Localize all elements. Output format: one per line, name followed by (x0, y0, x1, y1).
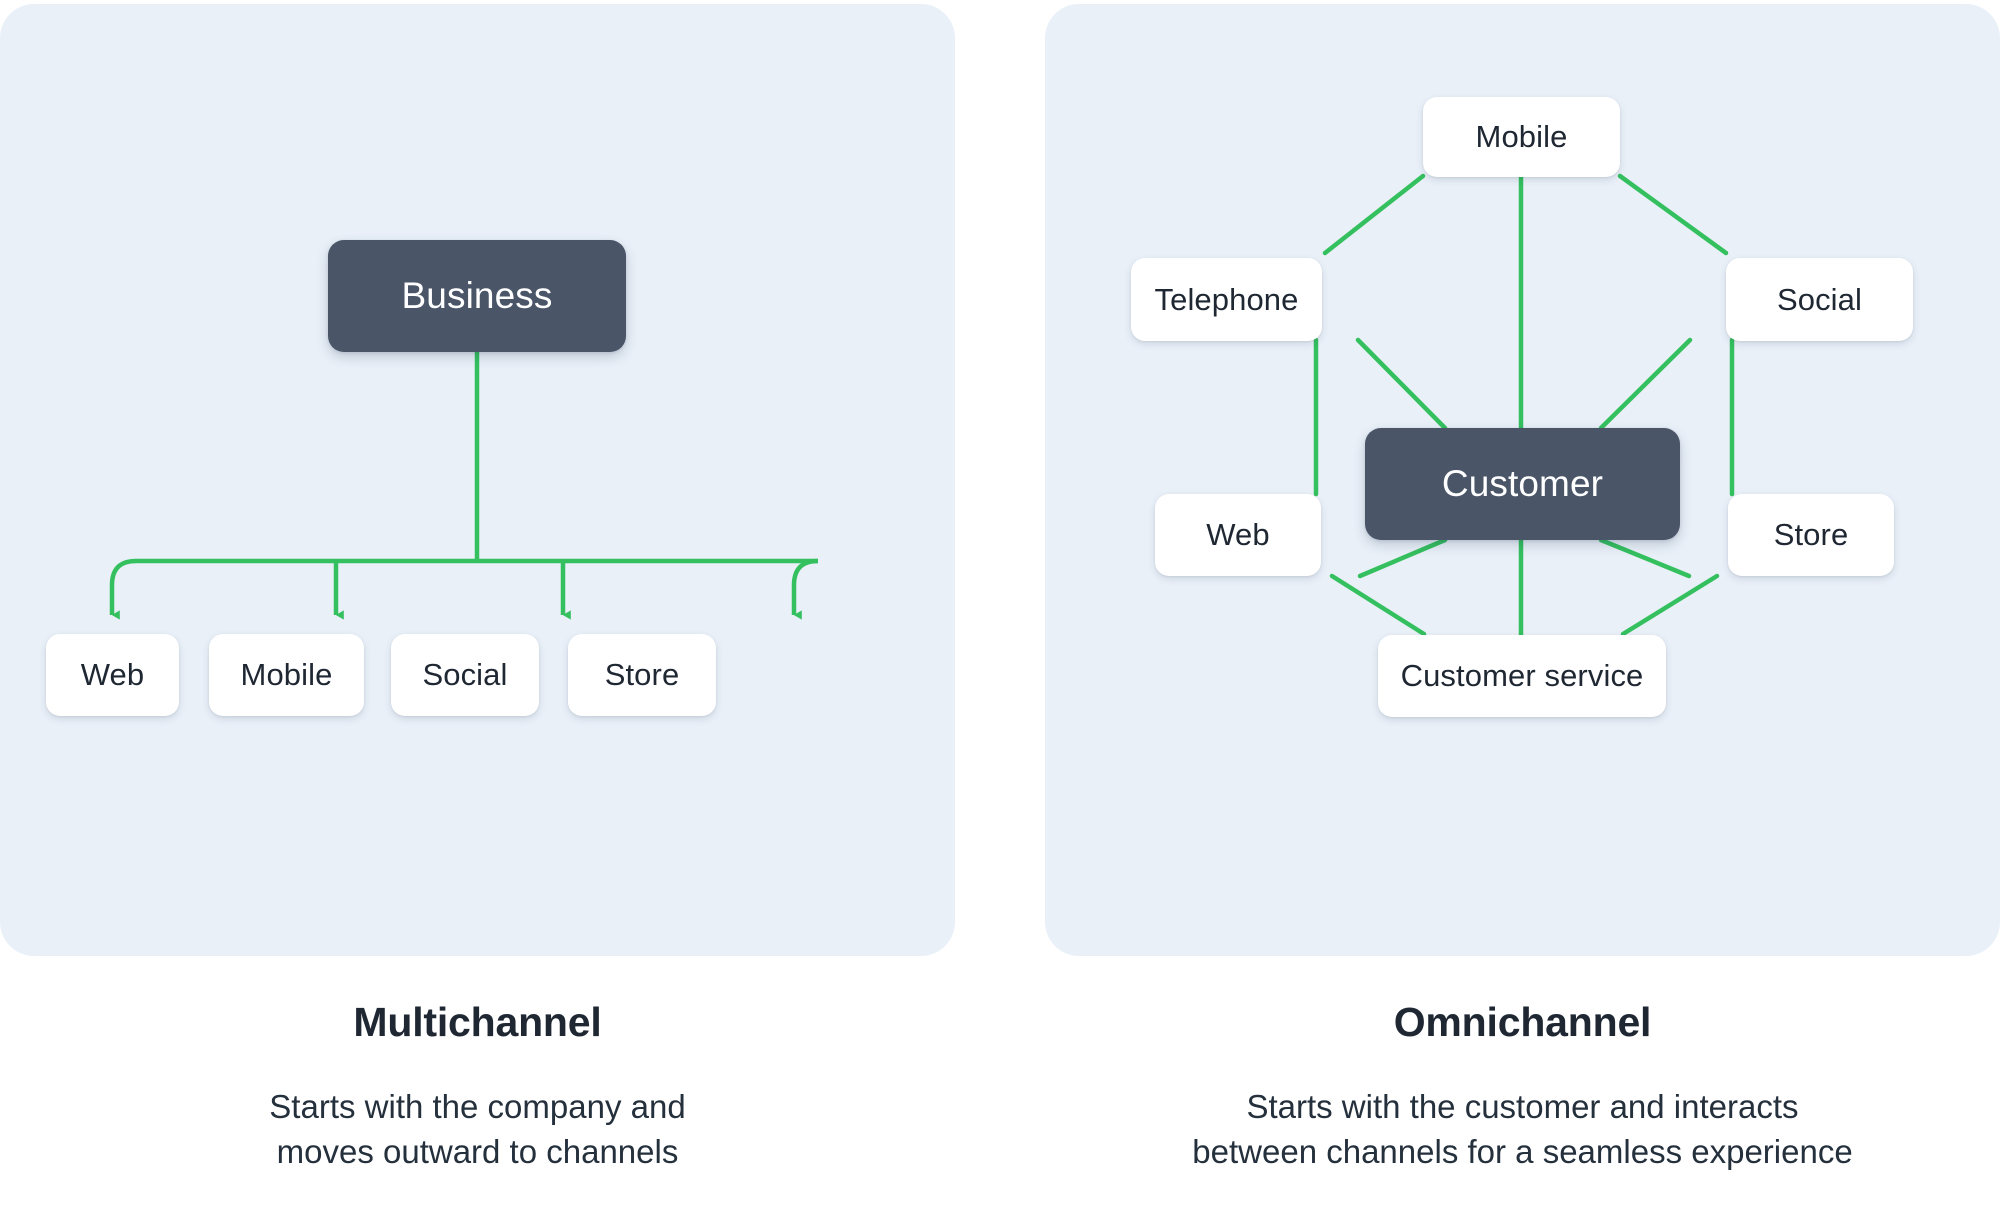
node-social-label: Social (422, 657, 508, 692)
edge-store-customerservice (1620, 573, 1720, 637)
multichannel-title: Multichannel (353, 999, 602, 1045)
node-customer-service-label: Customer service (1400, 658, 1644, 693)
omnichannel-connectors (1313, 173, 1735, 639)
edge-customer-web (1357, 537, 1448, 579)
node-business[interactable]: Business (328, 240, 626, 352)
edge-to-store (791, 558, 819, 620)
node-store-label: Store (1773, 517, 1849, 552)
node-business-label: Business (401, 275, 553, 316)
multichannel-connectors (109, 352, 819, 620)
node-telephone-label: Telephone (1154, 281, 1299, 317)
node-mobile-label: Mobile (1475, 119, 1568, 154)
node-mobile[interactable]: Mobile (1423, 97, 1620, 177)
omnichannel-caption: Omnichannel Starts with the customer and… (1045, 999, 2000, 1174)
omnichannel-description: Starts with the customer and interacts b… (1045, 1085, 2000, 1174)
node-telephone[interactable]: Telephone (1131, 258, 1322, 341)
edge-customer-social (1598, 337, 1693, 431)
node-web-label: Web (1206, 517, 1270, 552)
node-web[interactable]: Web (1155, 494, 1321, 576)
node-customer[interactable]: Customer (1365, 428, 1680, 540)
node-social[interactable]: Social (1726, 258, 1913, 341)
node-store-label: Store (604, 657, 680, 692)
node-store[interactable]: Store (568, 634, 716, 716)
node-store[interactable]: Store (1728, 494, 1894, 576)
edge-mobile-telephone (1322, 173, 1426, 256)
node-social-label: Social (1776, 281, 1863, 317)
node-customer-service[interactable]: Customer service (1378, 635, 1666, 717)
edge-customer-telephone (1355, 337, 1448, 431)
multichannel-description-line-1: Starts with the company and (269, 1088, 686, 1126)
edge-customer-store (1598, 537, 1692, 579)
node-web-label: Web (80, 657, 145, 692)
omnichannel-description-line-1: Starts with the customer and interacts (1246, 1088, 1799, 1126)
multichannel-description: Starts with the company and moves outwar… (0, 1085, 955, 1174)
node-mobile-label: Mobile (240, 657, 333, 692)
node-web[interactable]: Web (46, 634, 179, 716)
edge-mobile-social (1617, 173, 1729, 256)
multichannel-caption: Multichannel Starts with the company and… (0, 999, 955, 1174)
omnichannel-panel: Mobile Telephone Social Customer Web Sto… (1045, 4, 2000, 956)
multichannel-description-line-2: moves outward to channels (276, 1132, 679, 1170)
node-customer-label: Customer (1441, 463, 1604, 504)
omnichannel-title: Omnichannel (1393, 999, 1652, 1045)
edge-web-customerservice (1329, 573, 1427, 637)
edge-to-web (109, 558, 137, 620)
omnichannel-description-line-2: between channels for a seamless experien… (1192, 1132, 1853, 1170)
multichannel-panel: Business Web Mobile Social Store (0, 4, 955, 956)
node-social[interactable]: Social (391, 634, 539, 716)
node-mobile[interactable]: Mobile (209, 634, 364, 716)
